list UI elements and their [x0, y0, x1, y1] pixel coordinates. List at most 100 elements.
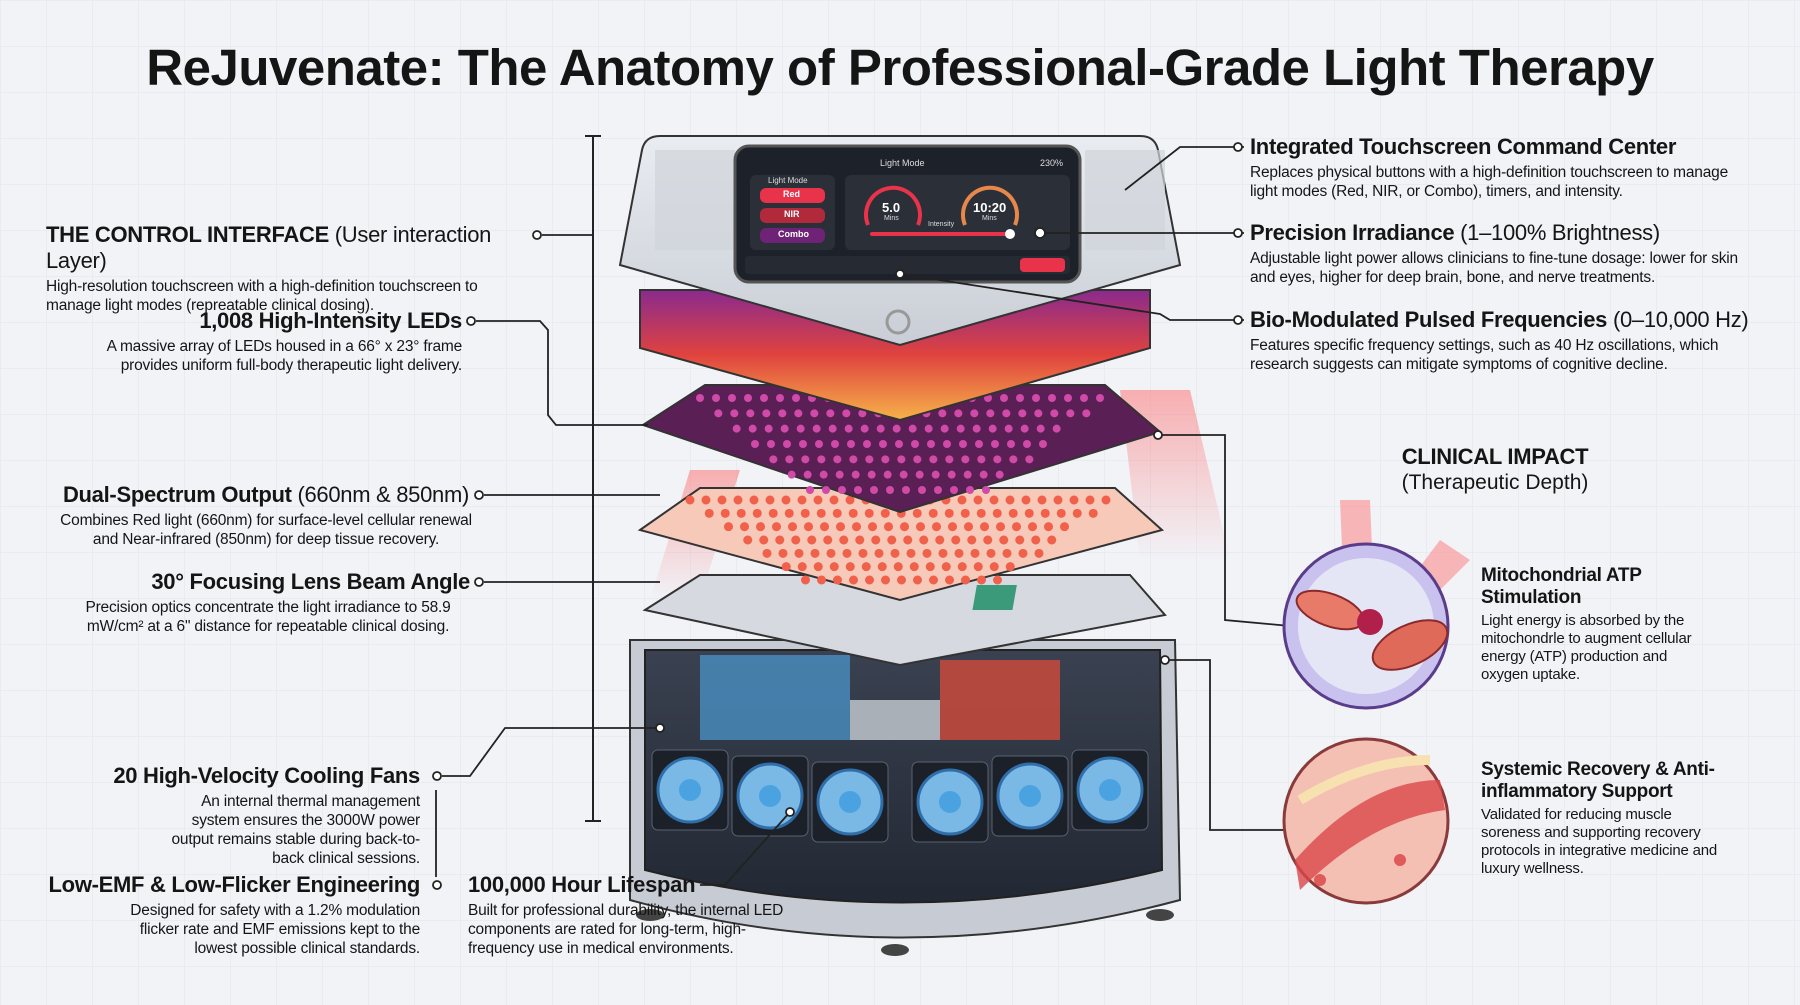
- led: [744, 394, 752, 402]
- led: [1021, 495, 1031, 505]
- led: [957, 562, 967, 572]
- led: [1044, 522, 1053, 532]
- led: [851, 470, 860, 479]
- led: [801, 575, 810, 585]
- led: [1040, 508, 1050, 518]
- callout-heading: Integrated Touchscreen Command Center: [1250, 134, 1677, 159]
- led: [776, 394, 784, 402]
- fan-hub: [1099, 779, 1121, 801]
- led: [810, 548, 820, 558]
- led: [989, 495, 999, 505]
- callout-heading-light: (User interaction Layer): [46, 222, 492, 273]
- led: [778, 409, 787, 418]
- led: [852, 522, 861, 532]
- led: [916, 522, 925, 532]
- led: [940, 424, 949, 433]
- led: [956, 424, 965, 433]
- led: [748, 424, 757, 433]
- led: [876, 424, 885, 433]
- led: [791, 535, 801, 545]
- callout-body: Built for professional durability, the i…: [468, 902, 784, 957]
- leader-dots: [432, 142, 1243, 890]
- led: [966, 486, 974, 494]
- led: [865, 455, 874, 464]
- led: [819, 470, 828, 479]
- led: [865, 575, 874, 585]
- led: [1000, 394, 1008, 402]
- led: [973, 562, 983, 572]
- led: [874, 548, 884, 558]
- led: [1096, 394, 1104, 402]
- led: [934, 486, 942, 494]
- callout-pulsed-frequencies: Bio-Modulated Pulsed Frequencies (0–10,0…: [1250, 307, 1770, 374]
- led: [945, 455, 954, 464]
- led: [879, 440, 887, 448]
- led: [778, 548, 788, 558]
- led: [908, 424, 917, 433]
- impact-body: Light energy is absorbed by the mitochon…: [1481, 612, 1692, 683]
- led: [973, 495, 983, 505]
- led: [1004, 424, 1013, 433]
- mode-button-red[interactable]: Red: [783, 189, 801, 199]
- led: [902, 486, 910, 494]
- led: [845, 495, 855, 505]
- led: [785, 455, 794, 464]
- led: [999, 535, 1009, 545]
- led: [980, 522, 989, 532]
- led: [867, 470, 876, 479]
- callout-body: An internal thermal management system en…: [171, 793, 421, 867]
- led: [831, 440, 839, 448]
- led: [849, 575, 858, 585]
- led: [986, 548, 996, 558]
- led: [948, 522, 957, 532]
- callout-heading: Low-EMF & Low-Flicker Engineering: [48, 872, 421, 897]
- mode-button-nir[interactable]: NIR: [784, 209, 800, 219]
- led: [871, 535, 881, 545]
- led: [813, 495, 823, 505]
- led: [746, 409, 755, 418]
- led: [975, 440, 983, 448]
- led: [1048, 394, 1056, 402]
- led: [696, 394, 704, 402]
- led: [1018, 409, 1027, 418]
- led: [951, 535, 961, 545]
- mode-button-combo[interactable]: Combo: [778, 229, 809, 239]
- led: [1080, 394, 1088, 402]
- led: [988, 424, 997, 433]
- led: [977, 455, 986, 464]
- fan-hub: [1019, 785, 1041, 807]
- led: [780, 424, 789, 433]
- led: [887, 535, 897, 545]
- led: [767, 440, 775, 448]
- led: [1025, 455, 1034, 464]
- clinical-impact-heading: CLINICAL IMPACT: [1401, 444, 1589, 469]
- led: [959, 440, 967, 448]
- layer-bracket: [585, 135, 601, 822]
- callout-beam-angle: 30° Focusing Lens Beam Angle Precision o…: [66, 569, 470, 636]
- led: [915, 470, 924, 479]
- led: [1036, 424, 1045, 433]
- leader-lines: [435, 146, 1291, 886]
- led: [768, 508, 778, 518]
- mitochondria-illustration: [1282, 500, 1470, 710]
- led: [931, 470, 940, 479]
- led: [1024, 508, 1034, 518]
- led: [1060, 522, 1069, 532]
- led: [833, 575, 842, 585]
- callout-cooling-fans: 20 High-Velocity Cooling Fans An interna…: [100, 763, 420, 868]
- led: [1002, 409, 1011, 418]
- led: [751, 440, 759, 448]
- led: [979, 470, 988, 479]
- callout-dual-spectrum: Dual-Spectrum Output (660nm & 850nm) Com…: [60, 482, 472, 549]
- led: [938, 548, 948, 558]
- led: [897, 575, 906, 585]
- led: [760, 394, 768, 402]
- led: [947, 470, 956, 479]
- led: [736, 508, 746, 518]
- led: [1018, 548, 1028, 558]
- led: [1005, 495, 1015, 505]
- led: [977, 575, 986, 585]
- led: [1008, 508, 1018, 518]
- led: [970, 409, 979, 418]
- led: [961, 575, 970, 585]
